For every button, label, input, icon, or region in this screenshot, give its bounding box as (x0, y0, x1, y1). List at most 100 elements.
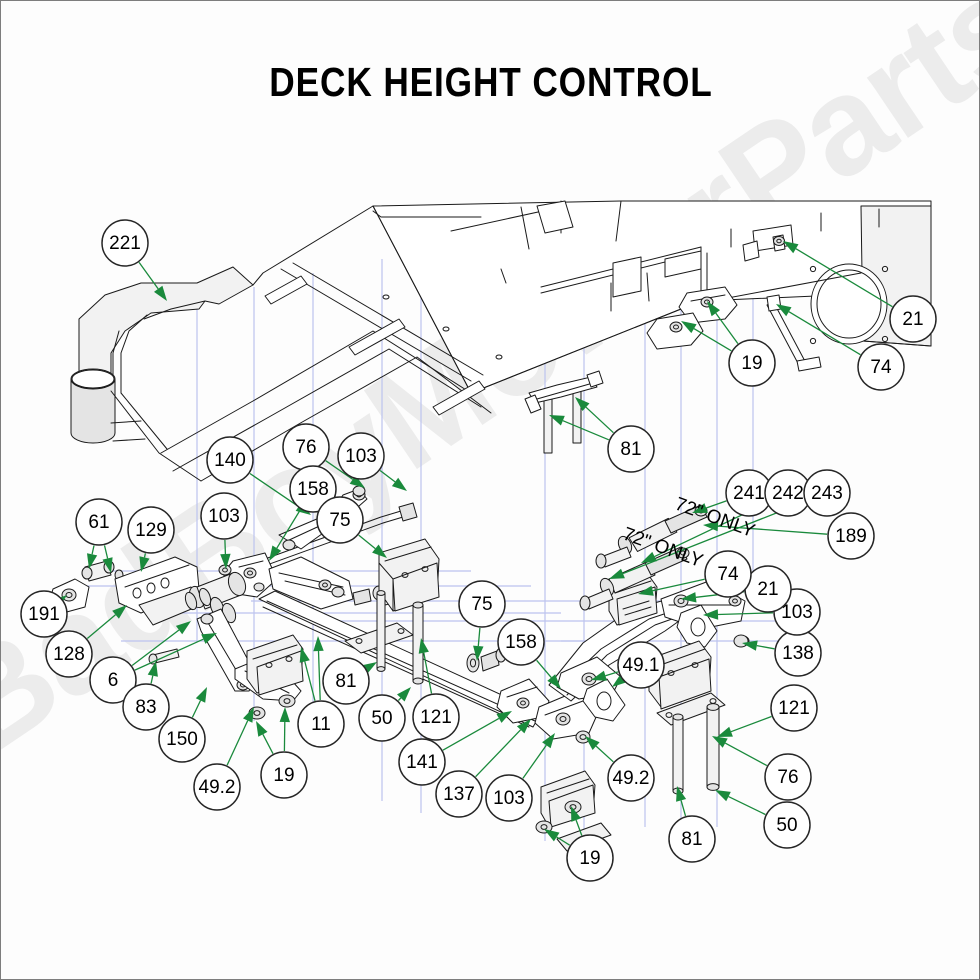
callout-circle[interactable] (497, 618, 545, 666)
callout-circle[interactable] (89, 656, 137, 704)
callout-circle[interactable] (20, 590, 68, 638)
callout-221[interactable]: 221 (101, 219, 149, 267)
callout-circle[interactable] (435, 770, 483, 818)
callout-circle[interactable] (398, 738, 446, 786)
callout-circle[interactable] (485, 774, 533, 822)
callout-number: 103 (493, 788, 525, 809)
callout-number: 103 (781, 602, 813, 623)
right-lift-linkage (548, 572, 750, 795)
callout-circle[interactable] (704, 550, 752, 598)
callout-19[interactable]: 19 (566, 834, 614, 882)
callout-circle[interactable] (889, 295, 937, 343)
callout-74[interactable]: 74 (857, 343, 905, 391)
callout-circle[interactable] (200, 492, 248, 540)
callout-19[interactable]: 19 (260, 751, 308, 799)
callout-circle[interactable] (607, 425, 655, 473)
callout-circle[interactable] (193, 763, 241, 811)
callout-circle[interactable] (358, 694, 406, 742)
callout-137[interactable]: 137 (435, 770, 483, 818)
leader-arrowhead (201, 633, 217, 644)
callout-circle[interactable] (75, 498, 123, 546)
callout-circle[interactable] (316, 496, 364, 544)
callout-83[interactable]: 83 (122, 683, 170, 731)
callout-number: 76 (777, 767, 798, 788)
callout-61[interactable]: 61 (75, 498, 123, 546)
callout-129[interactable]: 129 (127, 506, 175, 554)
callout-circle[interactable] (206, 436, 254, 484)
callout-103[interactable]: 103 (200, 492, 248, 540)
callout-number: 74 (717, 564, 739, 585)
callout-81[interactable]: 81 (322, 657, 370, 705)
callout-76[interactable]: 76 (282, 423, 330, 471)
callout-21[interactable]: 21 (889, 295, 937, 343)
callout-circle[interactable] (297, 700, 345, 748)
leader-arrowhead (418, 638, 429, 654)
callout-circle[interactable] (458, 580, 506, 628)
callout-128[interactable]: 128 (45, 630, 93, 678)
callout-11[interactable]: 11 (297, 700, 345, 748)
callout-circle[interactable] (260, 751, 308, 799)
callout-circle[interactable] (158, 715, 206, 763)
leader-line (756, 644, 775, 650)
leader-line (556, 836, 571, 846)
callout-140[interactable]: 140 (206, 436, 254, 484)
callout-circle[interactable] (803, 469, 851, 517)
callout-49p1[interactable]: 49.1 (617, 641, 665, 689)
leader-line (715, 312, 739, 344)
leader-line (442, 717, 500, 751)
callout-121[interactable]: 121 (412, 693, 460, 741)
callout-81[interactable]: 81 (607, 425, 655, 473)
callout-158[interactable]: 158 (289, 465, 337, 513)
callout-103[interactable]: 103 (485, 774, 533, 822)
callout-circle[interactable] (101, 219, 149, 267)
callout-189[interactable]: 189 (827, 512, 875, 560)
callout-241[interactable]: 241 (725, 469, 773, 517)
callout-circle[interactable] (763, 801, 811, 849)
callout-75[interactable]: 75 (316, 496, 364, 544)
callout-circle[interactable] (764, 753, 812, 801)
leader-line (724, 742, 768, 767)
callout-circle[interactable] (668, 815, 716, 863)
callout-circle[interactable] (728, 339, 776, 387)
callout-191[interactable]: 191 (20, 590, 68, 638)
callout-138[interactable]: 138 (774, 629, 822, 677)
callout-circle[interactable] (827, 512, 875, 560)
callout-121[interactable]: 121 (770, 684, 818, 732)
callout-150[interactable]: 150 (158, 715, 206, 763)
leader-line (717, 612, 774, 616)
callout-243[interactable]: 243 (803, 469, 851, 517)
callout-circle[interactable] (857, 343, 905, 391)
callout-242[interactable]: 242 (764, 469, 812, 517)
callout-circle[interactable] (45, 630, 93, 678)
callout-49p2[interactable]: 49.2 (193, 763, 241, 811)
callout-49p2[interactable]: 49.2 (607, 754, 655, 802)
callout-103[interactable]: 103 (337, 432, 385, 480)
leader-arrowhead (473, 645, 484, 661)
leader-line (728, 796, 766, 816)
callout-circle[interactable] (566, 834, 614, 882)
callout-circle[interactable] (122, 683, 170, 731)
callout-141[interactable]: 141 (398, 738, 446, 786)
callout-circle[interactable] (289, 465, 337, 513)
callout-75[interactable]: 75 (458, 580, 506, 628)
callout-circle[interactable] (322, 657, 370, 705)
callout-circle[interactable] (337, 432, 385, 480)
callout-81[interactable]: 81 (668, 815, 716, 863)
callout-circle[interactable] (770, 684, 818, 732)
callout-number: 76 (295, 437, 316, 458)
callout-158[interactable]: 158 (497, 618, 545, 666)
callout-6[interactable]: 6 (89, 656, 137, 704)
callout-number: 137 (443, 784, 475, 805)
callout-circle[interactable] (607, 754, 655, 802)
callout-50[interactable]: 50 (763, 801, 811, 849)
callout-circle[interactable] (617, 641, 665, 689)
callout-74[interactable]: 74 (704, 550, 752, 598)
callout-19[interactable]: 19 (728, 339, 776, 387)
callout-circle[interactable] (412, 693, 460, 741)
callout-76[interactable]: 76 (764, 753, 812, 801)
callout-circle[interactable] (127, 506, 175, 554)
callout-50[interactable]: 50 (358, 694, 406, 742)
callout-number: 189 (835, 526, 867, 547)
leader-arrowhead (313, 636, 324, 652)
callout-21[interactable]: 21 (744, 565, 792, 613)
